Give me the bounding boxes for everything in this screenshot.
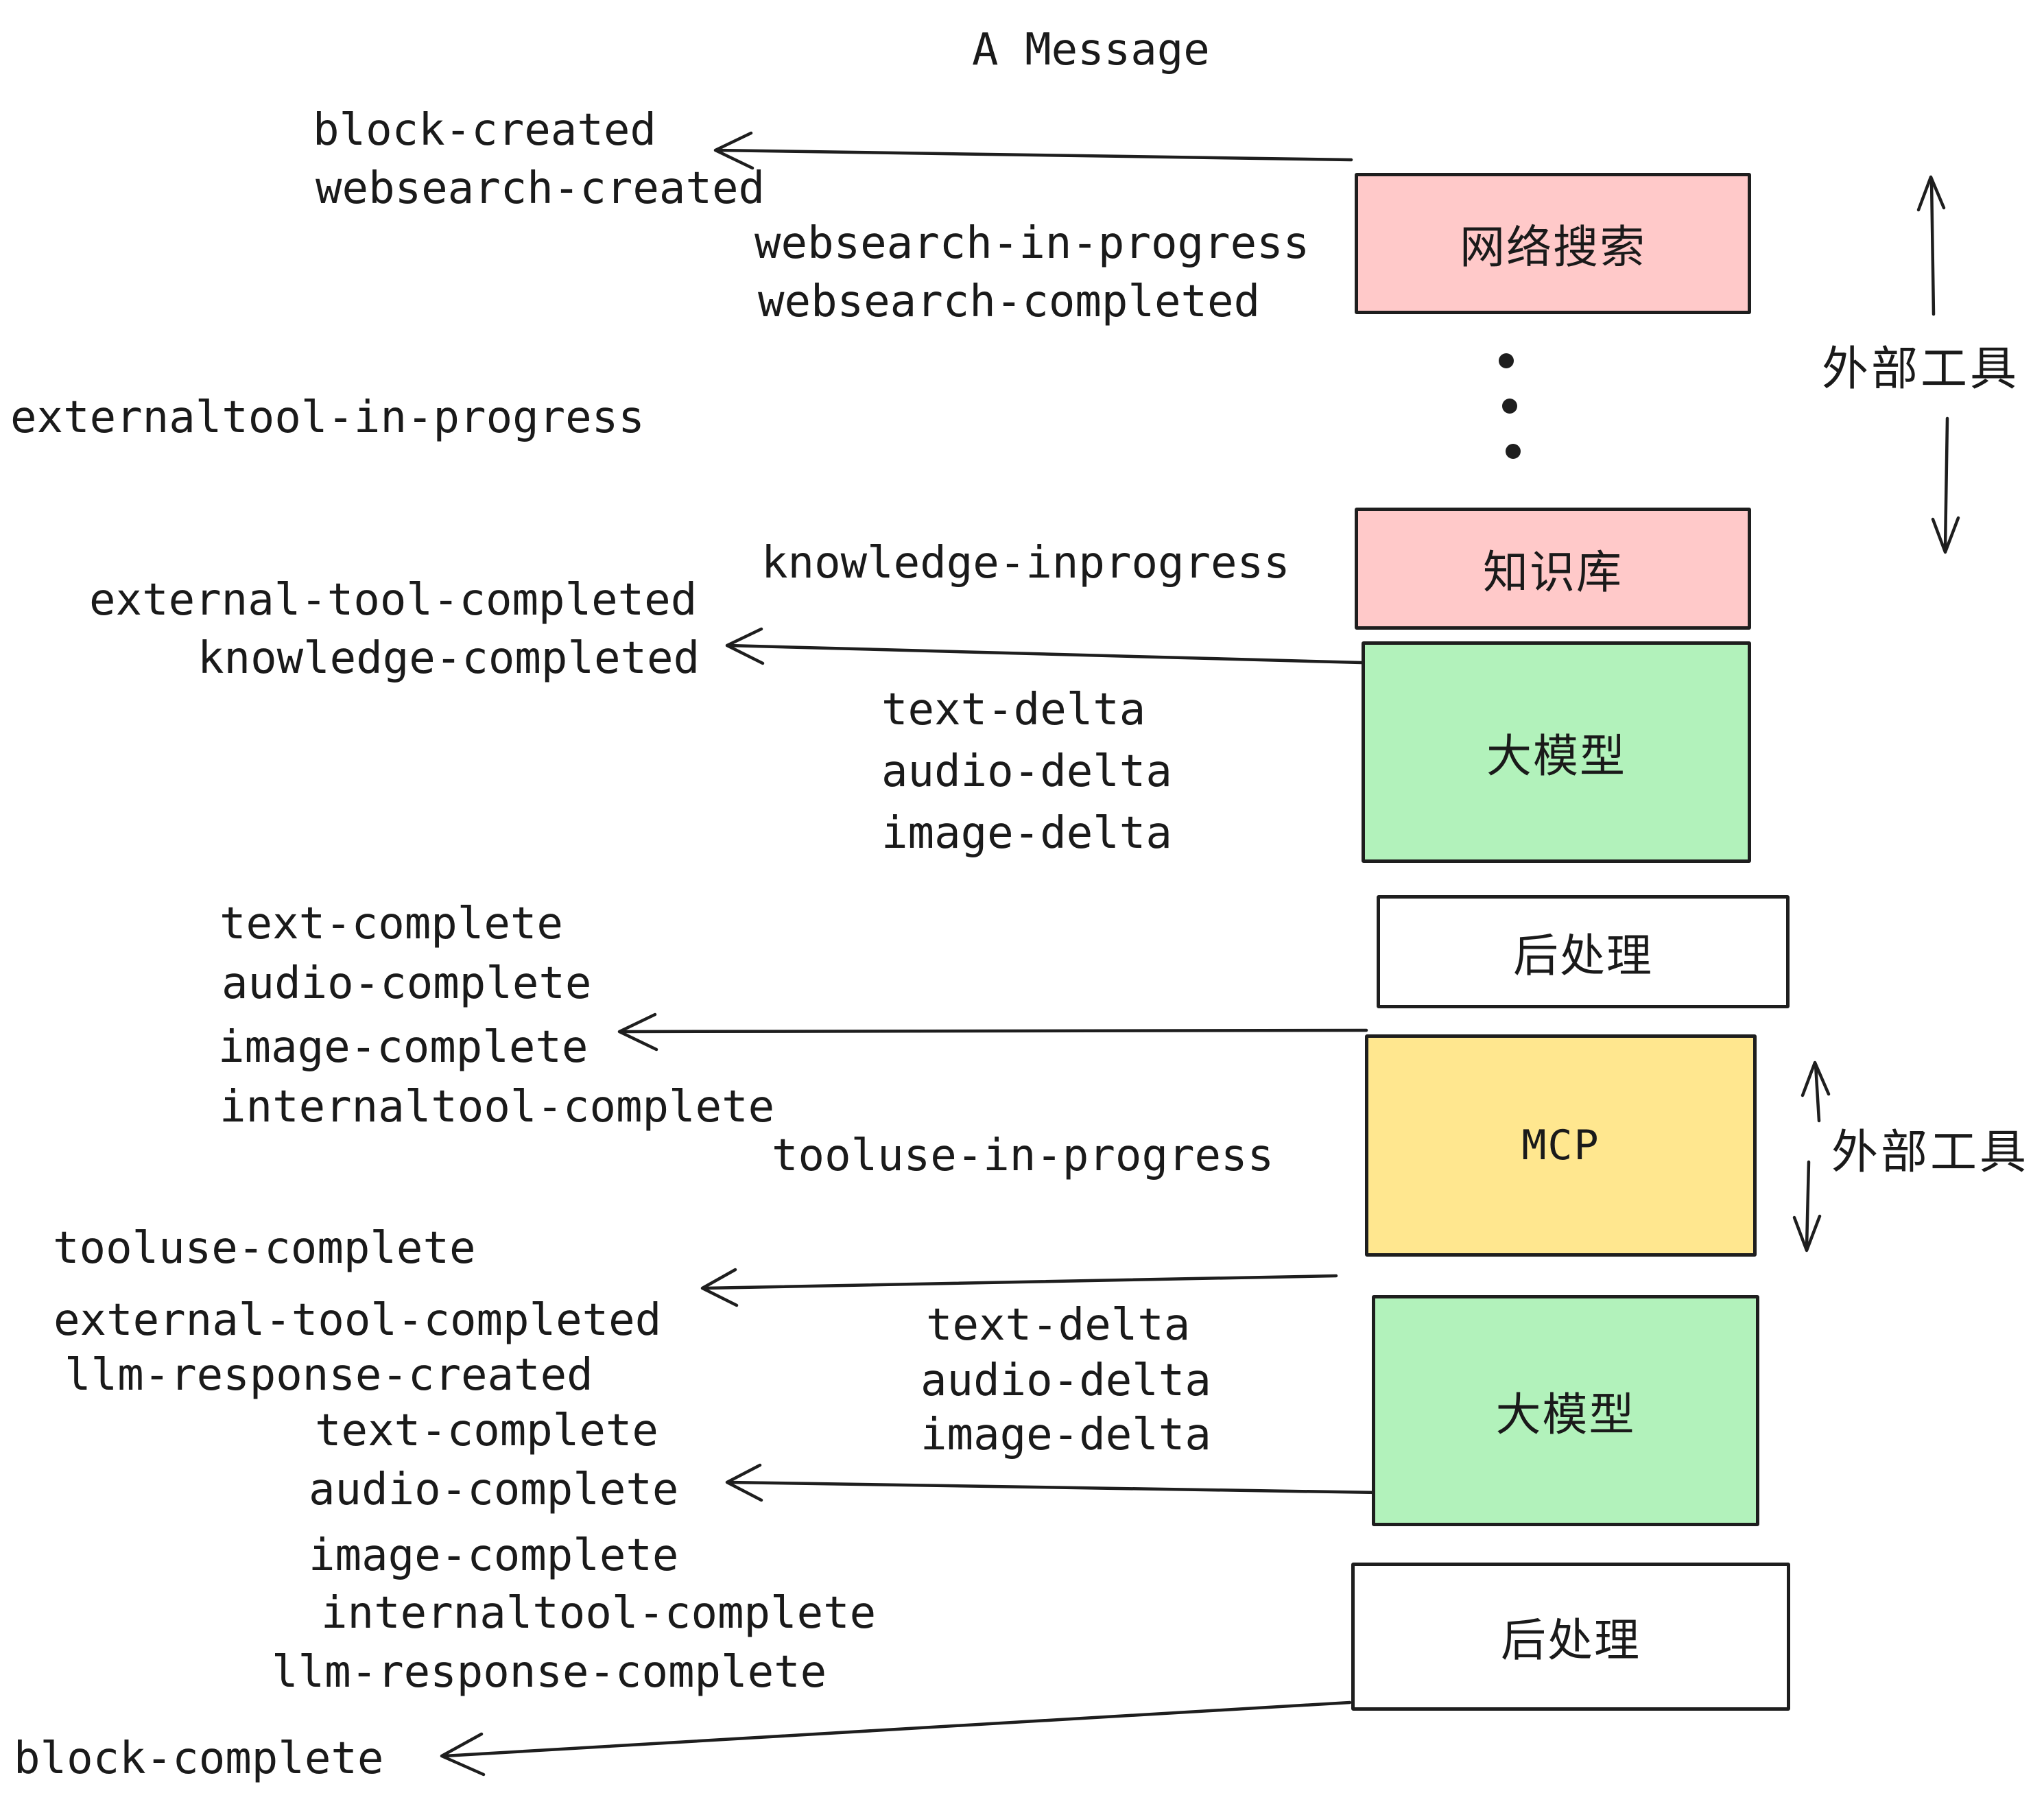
- event-tooluse-in-progress: tooluse-in-progress: [772, 1130, 1274, 1181]
- node-mcp-label: MCP: [1521, 1121, 1600, 1170]
- arrow-to-image-complete: [617, 1012, 1368, 1052]
- event-tooluse-complete: tooluse-complete: [53, 1223, 476, 1274]
- node-websearch: 网络搜索: [1355, 173, 1751, 314]
- event-text-complete: text-complete: [219, 899, 563, 949]
- node-knowledge-label: 知识库: [1483, 547, 1623, 597]
- event-block-created: block-created: [313, 105, 656, 156]
- external-tools-down-arrow-1: [1931, 416, 1960, 554]
- external-tools-down-arrow-2: [1792, 1160, 1822, 1253]
- node-postprocess-1: 后处理: [1377, 895, 1790, 1008]
- external-tools-up-arrow-2: [1801, 1060, 1831, 1123]
- arrow-to-block-complete: [440, 1700, 1352, 1777]
- node-mcp: MCP: [1365, 1034, 1757, 1257]
- event-image-delta-2: image-delta: [920, 1410, 1211, 1460]
- event-audio-delta: audio-delta: [881, 746, 1172, 797]
- event-external-tool-completed-2: external-tool-completed: [54, 1295, 662, 1346]
- vertical-ellipsis-dots: [1499, 353, 1521, 459]
- event-internaltool-complete: internaltool-complete: [219, 1082, 775, 1132]
- arrow-to-audio-complete: [725, 1463, 1382, 1502]
- event-external-tool-completed: external-tool-completed: [89, 575, 698, 626]
- node-llm-1: 大模型: [1362, 641, 1751, 863]
- external-tools-label-2: 外部工具: [1831, 1126, 2030, 1178]
- event-image-complete-2: image-complete: [309, 1530, 679, 1581]
- node-postprocess-1-label: 后处理: [1513, 929, 1653, 981]
- arrow-to-websearch-created: [713, 131, 1353, 170]
- event-websearch-created: websearch-created: [316, 163, 765, 214]
- event-image-delta: image-delta: [881, 808, 1172, 859]
- node-knowledge: 知识库: [1355, 508, 1751, 630]
- node-websearch-label: 网络搜索: [1460, 222, 1646, 272]
- event-websearch-completed: websearch-completed: [758, 276, 1261, 327]
- event-externaltool-in-progress: externaltool-in-progress: [10, 392, 645, 443]
- event-knowledge-completed: knowledge-completed: [198, 633, 700, 684]
- event-audio-complete: audio-complete: [222, 958, 592, 1009]
- event-llm-response-complete: llm-response-complete: [272, 1647, 827, 1698]
- node-llm-2: 大模型: [1372, 1295, 1759, 1526]
- event-text-delta-2: text-delta: [926, 1300, 1191, 1351]
- event-websearch-in-progress: websearch-in-progress: [754, 218, 1310, 269]
- event-text-complete-2: text-complete: [315, 1405, 658, 1456]
- external-tools-label-1: 外部工具: [1822, 343, 2020, 395]
- event-audio-complete-2: audio-complete: [309, 1464, 679, 1515]
- arrow-to-knowledge-completed: [725, 627, 1364, 665]
- event-text-delta: text-delta: [881, 685, 1146, 735]
- node-llm-2-label: 大模型: [1495, 1388, 1636, 1440]
- external-tools-up-arrow-1: [1916, 175, 1946, 316]
- diagram-title: A Message: [972, 25, 1210, 75]
- event-image-complete: image-complete: [218, 1022, 589, 1073]
- node-postprocess-2: 后处理: [1351, 1563, 1790, 1711]
- node-llm-1-label: 大模型: [1486, 730, 1626, 781]
- event-audio-delta-2: audio-delta: [920, 1355, 1211, 1406]
- arrow-to-tooluse-complete: [700, 1268, 1338, 1307]
- node-postprocess-2-label: 后处理: [1501, 1615, 1641, 1665]
- event-knowledge-inprogress: knowledge-inprogress: [761, 538, 1290, 589]
- event-internaltool-complete-2: internaltool-complete: [321, 1588, 877, 1639]
- event-llm-response-created: llm-response-created: [64, 1350, 593, 1401]
- event-block-complete: block-complete: [14, 1733, 384, 1784]
